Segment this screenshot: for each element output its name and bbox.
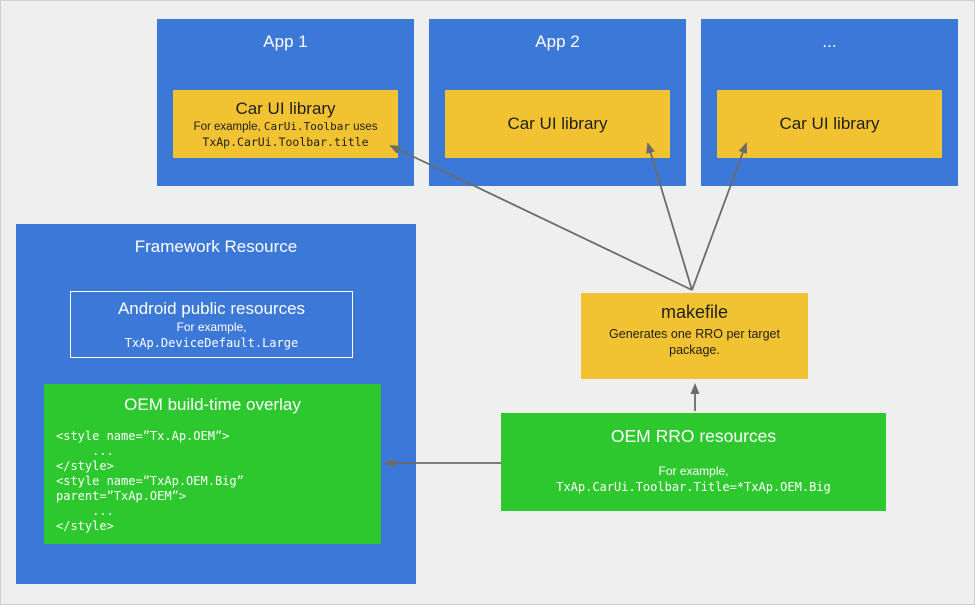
oem-rro-resources-box: OEM RRO resources For example, TxAp.CarU… [501,413,886,511]
oem-rro-example-label: For example, [658,464,729,478]
oem-rro-example-code: TxAp.CarUi.Toolbar.Title=*TxAp.OEM.Big [556,480,831,494]
overlay-code-line: <style name=”TxAp.OEM.Big” [56,474,244,488]
android-public-example-code: TxAp.DeviceDefault.Large [124,336,299,350]
makefile-title: makefile [660,302,729,322]
android-public-resources-title: Android public resources [117,299,306,318]
android-public-resources-box: Android public resources For example, Tx… [70,291,353,358]
app-more-title: ... [822,32,837,51]
library-title: Car UI library [779,114,880,133]
overlay-code-line: </style> [56,459,114,473]
library-example-code: CarUi.Toolbar [263,120,350,133]
oem-overlay-code-block: <style name=”Tx.Ap.OEM”> ... </style> <s… [56,429,381,534]
library-example-line: For example, CarUi.Toolbar uses [194,119,378,135]
app1-car-ui-library-box: Car UI library For example, CarUi.Toolba… [173,90,398,158]
overlay-code-line: parent=”TxAp.OEM”> [56,489,187,503]
app1-title: App 1 [263,32,308,51]
overlay-code-line: </style> [56,519,114,533]
app-more-box: ... Car UI library [701,19,958,186]
library-example-suffix: uses [349,121,378,133]
library-title: Car UI library [235,99,336,118]
library-example-prefix: For example, [193,121,264,133]
framework-resource-title: Framework Resource [134,237,298,256]
app1-box: App 1 Car UI library For example, CarUi.… [157,19,414,186]
overlay-code-line: ... [56,504,114,518]
app2-car-ui-library-box: Car UI library [445,90,670,158]
library-example-resource: TxAp.CarUi.Toolbar.title [202,135,369,149]
framework-resource-box: Framework Resource Android public resour… [16,224,416,584]
library-title: Car UI library [507,114,608,133]
makefile-description: Generates one RRO per target package. [609,327,780,357]
oem-rro-resources-title: OEM RRO resources [610,426,777,446]
makefile-box: makefile Generates one RRO per target pa… [581,293,808,379]
app2-box: App 2 Car UI library [429,19,686,186]
overlay-code-line: ... [56,444,114,458]
oem-build-time-overlay-title: OEM build-time overlay [124,395,301,414]
android-public-example-label: For example, [176,320,247,334]
app-more-car-ui-library-box: Car UI library [717,90,942,158]
app2-title: App 2 [535,32,580,51]
overlay-code-line: <style name=”Tx.Ap.OEM”> [56,429,230,443]
oem-build-time-overlay-box: OEM build-time overlay <style name=”Tx.A… [44,384,381,544]
